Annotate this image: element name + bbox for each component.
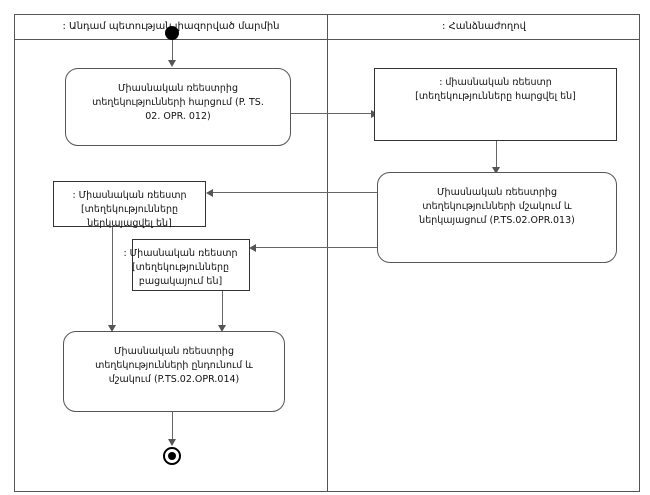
- arrowhead-initial-to-request: [168, 60, 176, 67]
- arrowhead-object-absent-to-receive: [218, 325, 226, 332]
- arrowhead-object-presented-to-receive: [108, 325, 116, 332]
- lane-vertical-divider: [327, 14, 328, 492]
- initial-node: [165, 26, 179, 40]
- flow-initial-to-request: [172, 39, 173, 63]
- arrowhead-object-requested-to-process: [492, 167, 500, 174]
- action-receive-and-process[interactable]: Միասնական ռեեստրից տեղեկությունների ընդո…: [63, 331, 285, 412]
- flow-process-to-object-presented: [212, 192, 377, 193]
- action-receive-and-process-label: Միասնական ռեեստրից տեղեկությունների ընդո…: [95, 346, 253, 385]
- object-node-information-presented-label: : Միասնական ռեեստր [տեղեկությունները ներ…: [72, 190, 187, 229]
- object-node-information-presented[interactable]: : Միասնական ռեեստր [տեղեկությունները ներ…: [53, 181, 206, 229]
- action-process-and-present-label: Միասնական ռեեստրից տեղեկությունների մշակ…: [419, 187, 575, 226]
- flow-object-absent-to-receive: [222, 290, 223, 330]
- flow-receive-to-final: [172, 412, 173, 445]
- object-node-information-absent[interactable]: : Միասնական ռեեստր [տեղեկությունները բաց…: [123, 239, 250, 291]
- flow-request-to-object-requested: [291, 113, 374, 114]
- arrowhead-process-to-object-presented: [206, 189, 213, 197]
- arrowhead-process-to-object-absent: [249, 244, 256, 252]
- lane-header-commission: : Հանձնաժողով: [442, 21, 526, 32]
- object-node-information-absent-label: : Միասնական ռեեստր [տեղեկությունները բաց…: [123, 248, 238, 287]
- arrowhead-receive-to-final: [168, 439, 176, 446]
- object-node-information-requested-label: : միասնական ռեեստր [տեղեկությունները հար…: [415, 77, 576, 102]
- flow-process-to-object-absent: [255, 247, 377, 248]
- flow-object-presented-to-receive: [112, 227, 113, 330]
- object-node-information-requested[interactable]: : միասնական ռեեստր [տեղեկությունները հար…: [374, 68, 617, 141]
- flow-object-requested-to-process: [496, 141, 497, 172]
- action-request-information[interactable]: Միասնական ռեեստրից տեղեկությունների հարց…: [65, 68, 291, 146]
- final-node: [163, 447, 181, 465]
- action-request-information-label: Միասնական ռեեստրից տեղեկությունների հարց…: [92, 83, 264, 122]
- action-process-and-present[interactable]: Միասնական ռեեստրից տեղեկությունների մշակ…: [377, 172, 617, 263]
